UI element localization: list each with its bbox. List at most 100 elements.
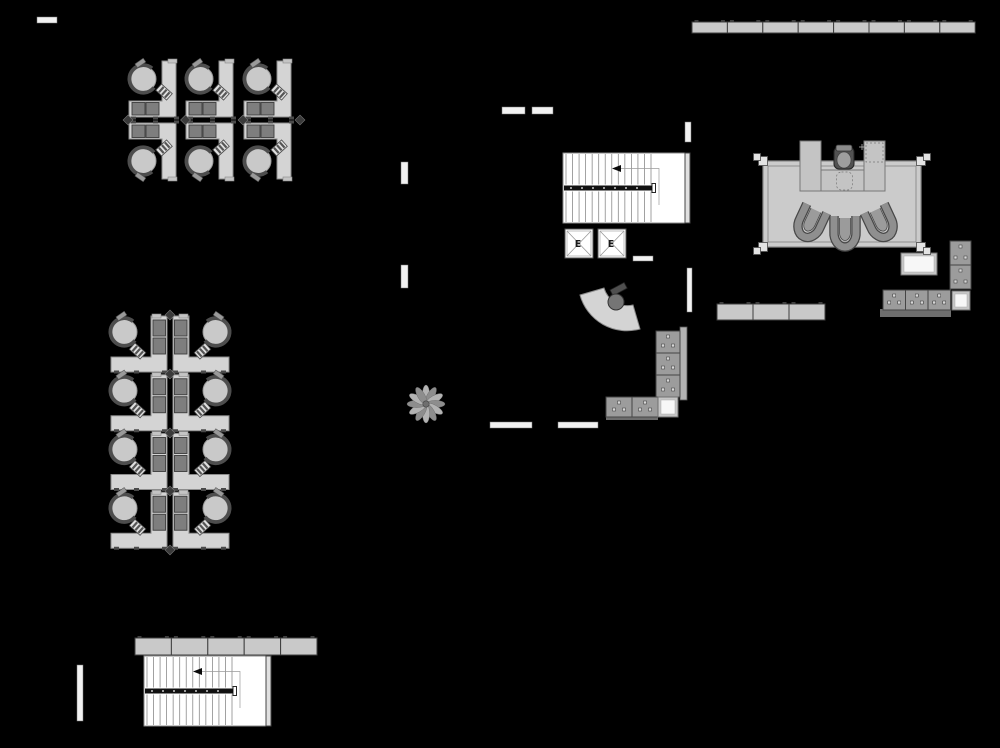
file-cabinet — [927, 289, 951, 311]
files-reception-tall — [655, 326, 688, 401]
rug-corner-mark — [916, 242, 931, 255]
cubicle-workstation — [171, 368, 232, 435]
cubicle-workstation — [108, 485, 169, 552]
file-cabinet — [605, 396, 633, 418]
file-cabinet — [949, 264, 972, 290]
wall-segment — [531, 106, 554, 115]
partition-junction — [164, 309, 176, 321]
side-table-office — [900, 252, 938, 276]
partition-junction — [164, 544, 176, 556]
plant-icon — [406, 384, 446, 424]
file-cabinet — [631, 396, 659, 418]
file-cabinet — [655, 352, 681, 376]
file-cabinet — [655, 330, 681, 354]
elevator-right: E — [597, 228, 627, 259]
storage-cabinet — [726, 20, 764, 34]
cubicle-workstation — [242, 56, 296, 122]
stair-handrail — [564, 183, 656, 193]
rug-corner-mark — [916, 153, 931, 166]
files-office-tall — [949, 240, 972, 290]
cubicle-workstation — [242, 118, 296, 184]
stair-handrail — [145, 686, 237, 696]
walls — [36, 16, 693, 722]
storage-row-top-right — [691, 20, 976, 34]
storage-cabinet — [691, 20, 728, 34]
partition-junction — [164, 427, 176, 439]
elevator-label: E — [575, 239, 582, 250]
file-cabinet — [905, 289, 929, 311]
cubicle-workstation — [184, 118, 238, 184]
wall-segment — [684, 121, 692, 143]
wall-segment — [489, 421, 533, 429]
stair-wall — [265, 655, 272, 727]
desk-pedestal — [799, 140, 822, 192]
storage-cabinet — [134, 636, 172, 656]
guest-chair-icon — [834, 216, 856, 247]
storage-cabinet — [762, 20, 799, 34]
wall-segment — [400, 161, 409, 185]
partition-junction — [122, 114, 134, 126]
file-cabinet — [949, 240, 972, 266]
wall-segment — [76, 664, 84, 722]
stair-wall — [684, 152, 691, 224]
rug-corner-mark — [753, 153, 768, 166]
storage-cabinet — [170, 636, 209, 656]
elevator-label: E — [608, 239, 615, 250]
cubicle-workstation — [171, 485, 232, 552]
staircase-south — [143, 655, 272, 727]
staircase-core — [562, 152, 691, 224]
cubicle-workstation — [171, 426, 232, 493]
cubicle-workstation — [108, 309, 169, 376]
wall-segment — [632, 255, 654, 262]
direction-arrow-icon — [612, 165, 660, 205]
cubicle-workstation — [184, 56, 238, 122]
storage-row-south — [134, 636, 318, 656]
partition-junction — [294, 114, 306, 126]
storage-cabinet — [939, 20, 976, 34]
executive-desk — [820, 169, 865, 192]
panel — [679, 326, 688, 401]
executive-chair-icon — [833, 144, 855, 170]
cubicle-workstation — [108, 368, 169, 435]
files-office-low — [880, 289, 951, 317]
storage-cabinet — [716, 302, 754, 321]
cubicle-workstation — [127, 56, 181, 122]
cubicle-workstation — [108, 426, 169, 493]
storage-cabinet — [903, 20, 941, 34]
wall-segment — [557, 421, 599, 429]
wall-segment — [400, 264, 409, 289]
desk-pedestal — [863, 140, 886, 192]
wall-segment — [686, 267, 693, 313]
storage-cabinet — [833, 20, 870, 34]
partition-junction — [237, 114, 249, 126]
partition-junction — [164, 368, 176, 380]
rug-corner-mark — [753, 242, 768, 255]
direction-arrow-icon — [193, 668, 241, 708]
partition-junction — [164, 485, 176, 497]
side-table-office-small — [951, 290, 971, 311]
file-cabinet — [655, 374, 681, 398]
partition-junction — [180, 114, 191, 126]
storage-cabinet — [280, 636, 318, 656]
reception-desk — [579, 281, 641, 332]
files-reception-low — [605, 396, 659, 420]
cubicles-west — [108, 309, 232, 556]
cubicle-workstation — [171, 309, 232, 376]
storage-cabinet — [788, 302, 826, 321]
storage-row-office — [716, 302, 826, 321]
executive-area — [753, 140, 931, 255]
file-cabinet — [882, 289, 906, 311]
storage-cabinet — [752, 302, 790, 321]
storage-cabinet — [243, 636, 282, 656]
storage-cabinet — [797, 20, 835, 34]
side-table-reception — [657, 396, 679, 418]
cubicles-north — [122, 56, 306, 184]
cubicle-workstation — [127, 118, 181, 184]
cross-mark — [859, 144, 865, 150]
elevator-left: E — [564, 228, 594, 259]
wall-segment — [36, 16, 58, 24]
storage-cabinet — [868, 20, 905, 34]
storage-cabinet — [207, 636, 245, 656]
